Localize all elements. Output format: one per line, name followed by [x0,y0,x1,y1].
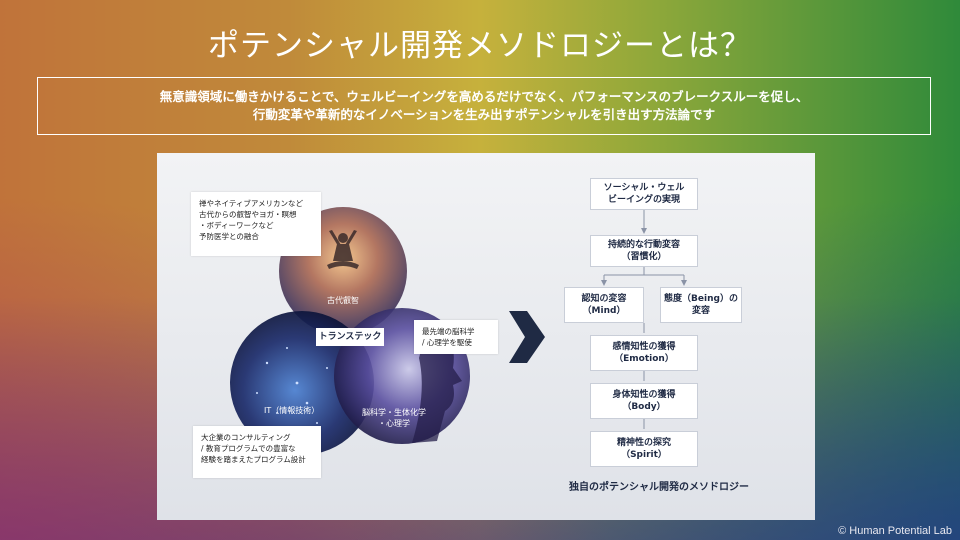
copyright-text: © Human Potential Lab [838,525,952,537]
box-being: 態度（Being）の 変容 [660,287,742,323]
transtech-label: トランステック [316,328,384,346]
box-emotion-line-2: （Emotion） [614,354,674,364]
box-behavior-line-1: 持続的な行動変容 [607,240,680,250]
box-wellbeing: ソーシャル・ウェル ビーイングの実現 [590,178,698,210]
subtitle-box: 無意識領域に働きかけることで、ウェルビーイングを高めるだけでなく、パフォーマンス… [37,77,931,135]
box-emotion: 感情知性の獲得 （Emotion） [590,335,698,371]
callout-consulting-line: 経験を踏まえたプログラム設計 [201,455,306,464]
callout-brain-line: 最先端の脳科学 [422,327,475,336]
label-brain-line-2: ・心理学 [378,419,410,428]
box-body-line-1: 身体知性の獲得 [612,390,676,400]
box-emotion-line-1: 感情知性の獲得 [612,342,676,352]
page-title: ポテンシャル開発メソドロジーとは？ [208,28,752,64]
stars-decoration [256,347,328,424]
callout-brain-science: 最先端の脳科学 / 心理学を駆使 [414,320,498,354]
subtitle-line-2: 行動変革や革新的なイノベーションを生み出すポテンシャルを引き出す方法論です [252,107,716,122]
callout-ancient-wisdom: 禅やネイティブアメリカンなど 古代からの叡智やヨガ・瞑想 ・ボディーワークなど … [191,192,321,256]
callout-consulting-line: 大企業のコンサルティング [201,433,291,442]
methodology-figure: 禅やネイティブアメリカンなど 古代からの叡智やヨガ・瞑想 ・ボディーワークなど … [157,153,815,520]
methodology-connectors [601,210,687,429]
label-it: IT（情報技術） [264,406,320,415]
label-brain-line-1: 脳科学・生体化学 [362,408,426,417]
box-wellbeing-line-1: ソーシャル・ウェル [603,183,685,193]
box-being-line-2: 変容 [691,306,710,316]
box-behavior-line-2: （習慣化） [621,252,667,262]
callout-consulting: 大企業のコンサルティング / 教育プログラムでの豊富な 経験を踏まえたプログラム… [193,426,321,478]
box-mind-line-2: （Mind） [582,306,626,316]
box-wellbeing-line-2: ビーイングの実現 [607,195,680,205]
box-body: 身体知性の獲得 （Body） [590,383,698,419]
callout-brain-line: / 心理学を駆使 [422,338,472,347]
figure-graphics [230,207,687,455]
callout-consulting-line: / 教育プログラムでの豊富な [201,444,296,453]
callout-ancient-line: ・ボディーワークなど [199,221,274,230]
methodology-caption: 独自のポテンシャル開発のメソドロジー [569,482,749,493]
flow-arrow-icon [509,311,545,363]
circle-it [230,311,374,455]
box-behavior-change: 持続的な行動変容 （習慣化） [590,235,698,267]
box-being-line-1: 態度（Being）の [664,294,738,304]
box-spirit-line-2: （Spirit） [621,450,667,460]
box-mind: 認知の変容 （Mind） [564,287,644,323]
callout-ancient-line: 禅やネイティブアメリカンなど [199,199,304,208]
meditation-figure-icon [327,230,359,269]
label-brain-science: 脳科学・生体化学 ・心理学 [362,407,426,429]
label-ancient-wisdom: 古代叡智 [327,296,359,305]
box-body-line-2: （Body） [622,402,666,412]
box-spirit-line-1: 精神性の探究 [616,438,671,448]
callout-ancient-line: 予防医学との融合 [199,232,259,241]
subtitle-line-1: 無意識領域に働きかけることで、ウェルビーイングを高めるだけでなく、パフォーマンス… [159,89,809,104]
callout-ancient-line: 古代からの叡智やヨガ・瞑想 [199,210,297,219]
box-spirit: 精神性の探究 （Spirit） [590,431,698,467]
box-mind-line-1: 認知の変容 [581,294,627,304]
